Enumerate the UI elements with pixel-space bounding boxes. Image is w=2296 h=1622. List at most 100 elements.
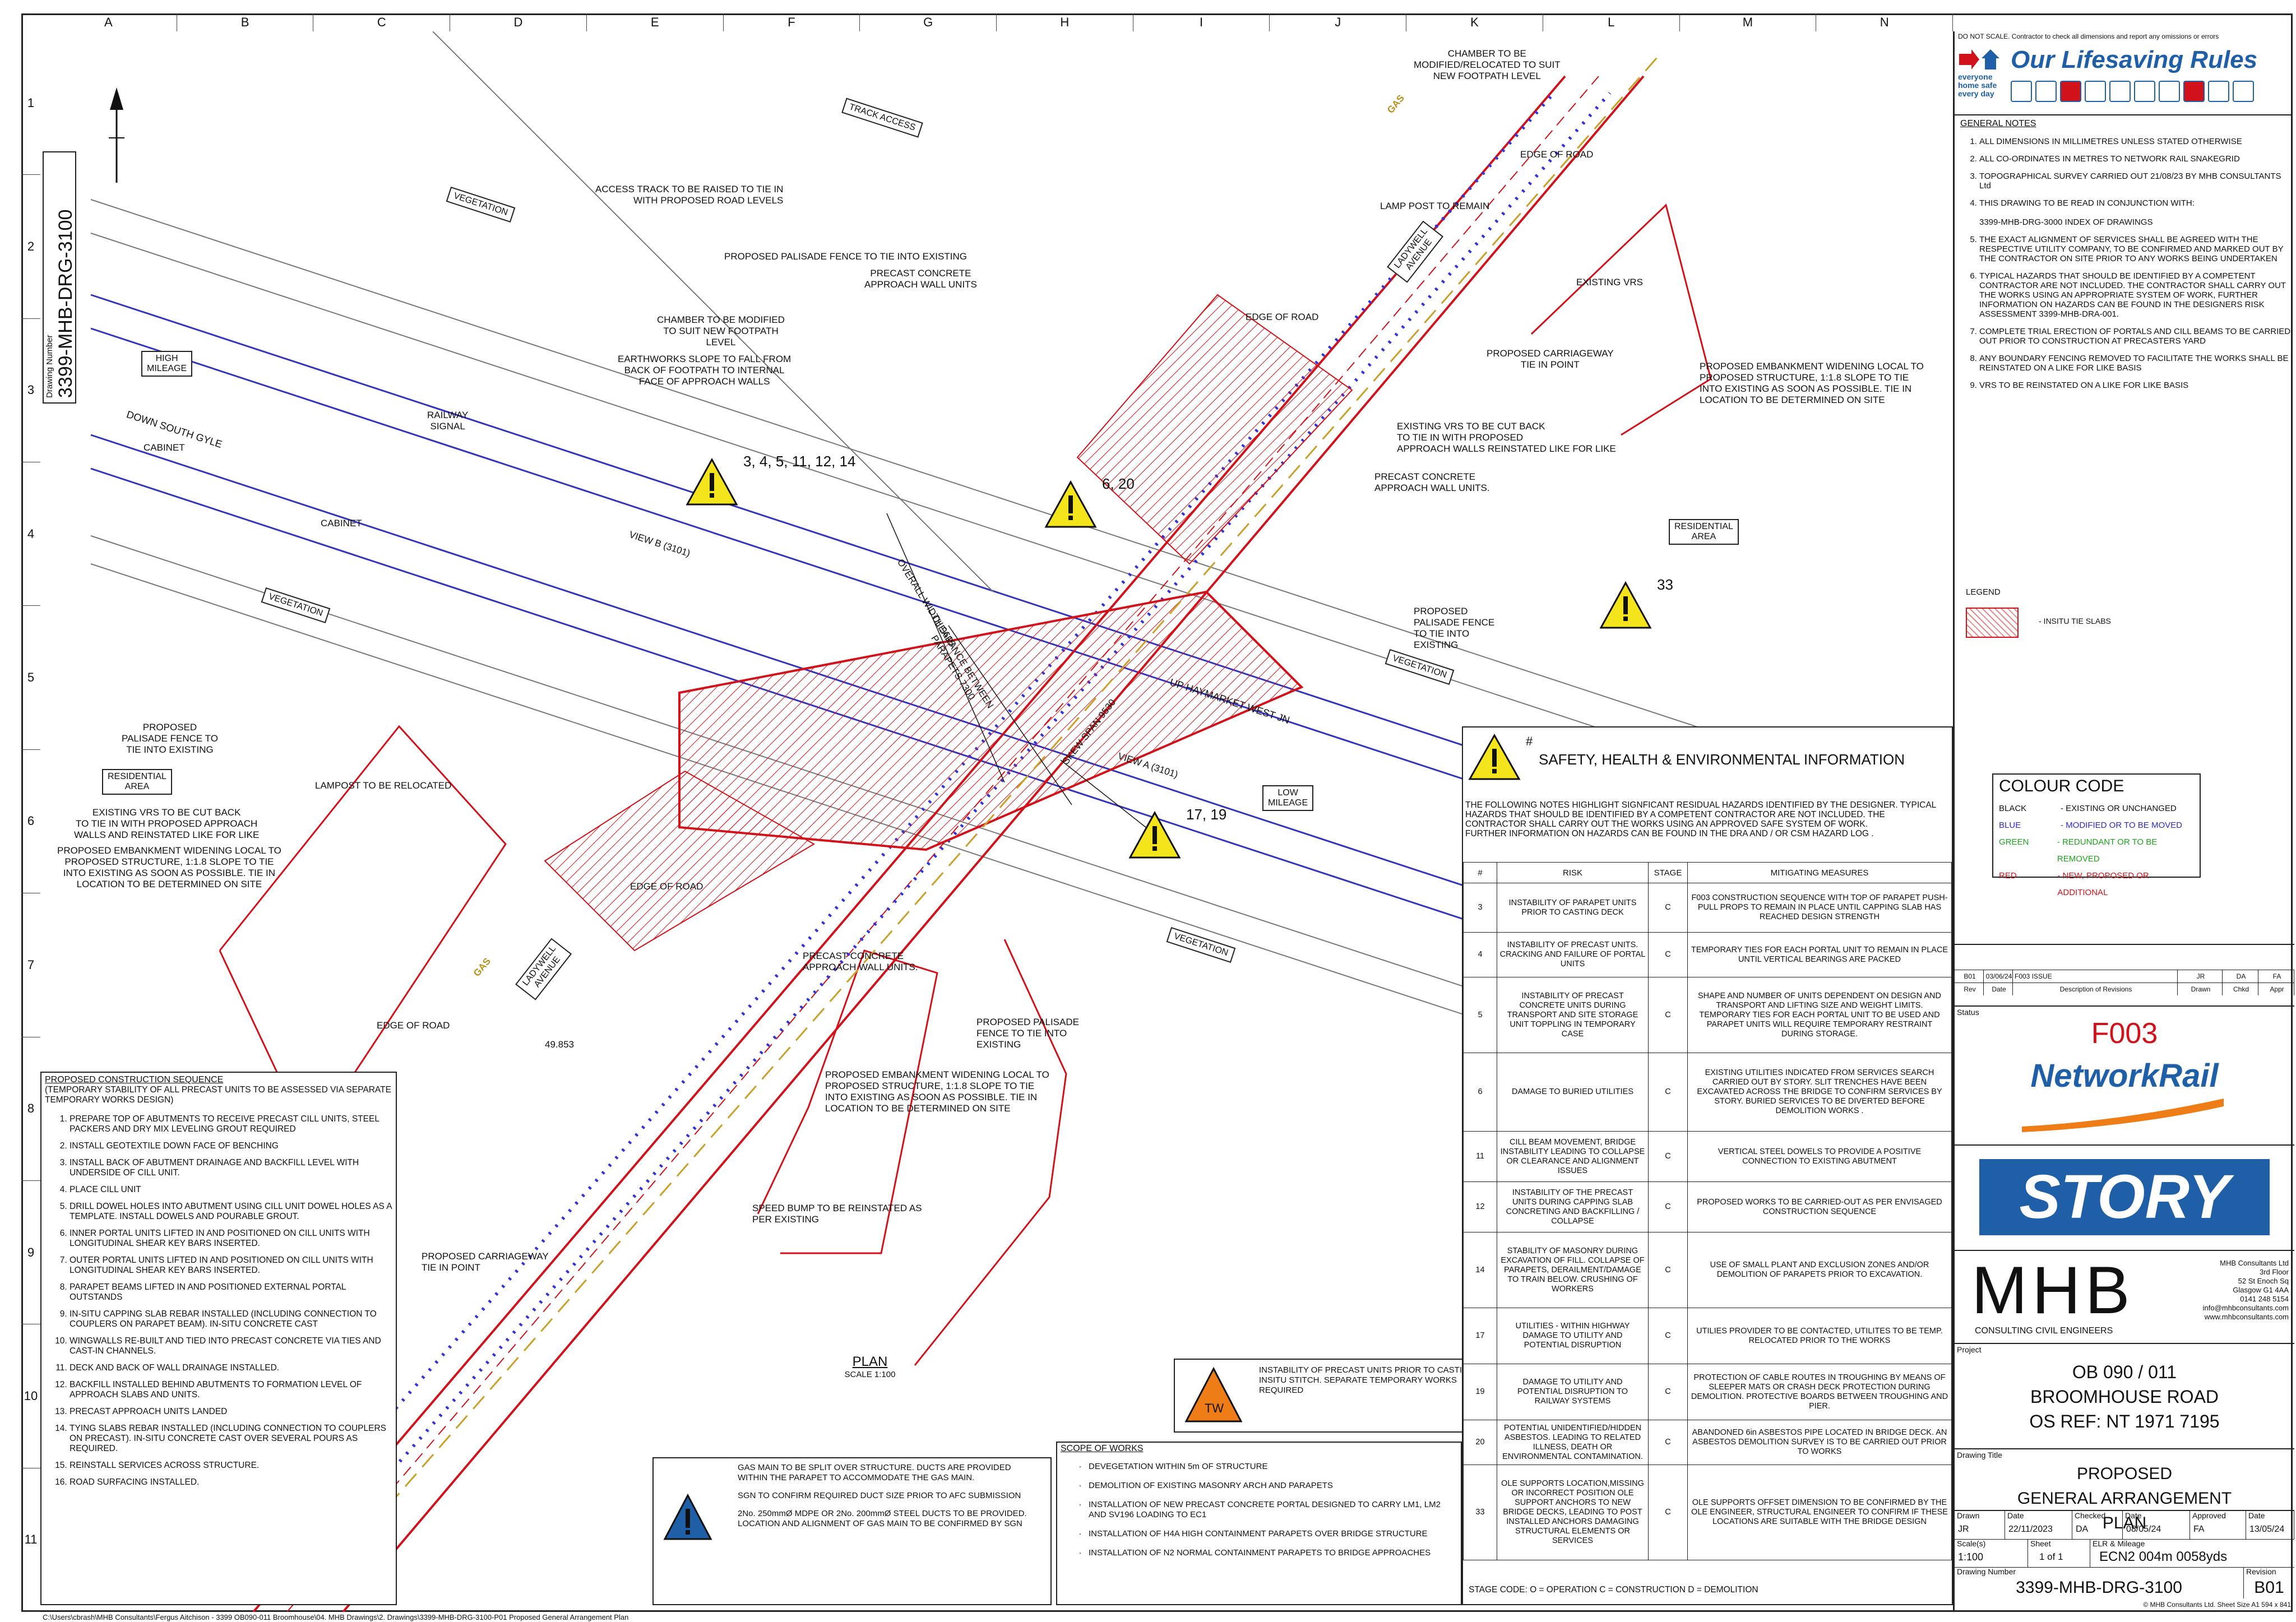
hazard-cell: 20 (1463, 1420, 1497, 1465)
drawing-title-label: Drawing Title (1957, 1450, 2002, 1459)
drawing-frame (21, 13, 2293, 1612)
hazard-cell: OLE SUPPORTS LOCATION,MISSING OR INCORRE… (1497, 1465, 1649, 1560)
gas-note-text: GAS MAIN TO BE SPLIT OVER STRUCTURE. DUC… (738, 1463, 1040, 1529)
label-residential-area-1: RESIDENTIAL AREA (1669, 519, 1739, 545)
hazard-cell: C (1648, 932, 1688, 977)
hazard-cell: 33 (1463, 1465, 1497, 1560)
mhb-address: MHB Consultants Ltd 3rd Floor 52 St Enoc… (2202, 1259, 2289, 1321)
scope-item: DEMOLITION OF EXISTING MASONRY ARCH AND … (1089, 1481, 1457, 1491)
meta-header: Checked (2075, 1511, 2106, 1520)
mhb-section: MHB CONSULTING CIVIL ENGINEERS MHB Consu… (1955, 1250, 2294, 1344)
sequence-item: TYING SLABS REBAR INSTALLED (INCLUDING C… (70, 1424, 392, 1454)
hazard-cell: F003 CONSTRUCTION SEQUENCE WITH TOP OF P… (1687, 883, 1952, 933)
general-note: THIS DRAWING TO BE READ IN CONJUNCTION W… (1979, 198, 2293, 227)
hazard-cell: INSTABILITY OF PRECAST CONCRETE UNITS DU… (1497, 977, 1649, 1053)
she-title: SAFETY, HEALTH & ENVIRONMENTAL INFORMATI… (1539, 751, 1905, 768)
colour-name: BLUE (1999, 821, 2021, 830)
general-note: THE EXACT ALIGNMENT OF SERVICES SHALL BE… (1979, 235, 2293, 263)
colour-name: GREEN (1999, 837, 2029, 847)
label-lamp-post: LAMP POST TO REMAIN (1380, 201, 1490, 211)
north-arrow-icon (109, 87, 124, 183)
project-line: OB 090 / 011 (2072, 1362, 2177, 1382)
hazard-cell: 12 (1463, 1181, 1497, 1232)
elr-cell: ELR & Mileage ECN2 004m 0058yds (2090, 1539, 2294, 1567)
general-note: ALL DIMENSIONS IN MILLIMETRES UNLESS STA… (1979, 137, 2293, 146)
gas-note-p1: GAS MAIN TO BE SPLIT OVER STRUCTURE. DUC… (738, 1463, 1011, 1482)
sequence-item: DRILL DOWEL HOLES INTO ABUTMENT USING CI… (70, 1202, 392, 1222)
general-note: TYPICAL HAZARDS THAT SHOULD BE IDENTIFIE… (1979, 271, 2293, 319)
elr-label: ELR & Mileage (2093, 1539, 2145, 1548)
grid-col-N: N (1816, 13, 1953, 31)
tw-note-box: TW INSTABILITY OF PRECAST UNITS PRIOR TO… (1174, 1359, 1488, 1433)
hazard-cell: TEMPORARY TIES FOR EACH PORTAL UNIT TO R… (1687, 932, 1952, 977)
drawing-number-cell: Drawing Number 3399-MHB-DRG-3100 (1955, 1567, 2244, 1598)
title-block: DO NOT SCALE. Contractor to check all di… (1953, 31, 2294, 1612)
meta-value: 08/05/24 (2126, 1524, 2161, 1534)
colour-code-box: COLOUR CODE BLACK- EXISTING OR UNCHANGED… (1992, 773, 2201, 897)
sequence-item: WINGWALLS RE-BUILT AND TIED INTO PRECAST… (70, 1336, 392, 1356)
hazard-cell: UTILITIES - WITHIN HIGHWAY DAMAGE TO UTI… (1497, 1308, 1649, 1364)
grid-row-3: 3 (21, 319, 40, 463)
revision-cell: 03/06/24 (1984, 970, 2013, 983)
hazard-cell: PROTECTION OF CABLE ROUTES IN TROUGHING … (1687, 1364, 1952, 1420)
colour-code-row: BLUE - MODIFIED OR TO BE MOVED (1999, 817, 2194, 834)
meta-value: 13/05/24 (2249, 1524, 2285, 1534)
meta-value: FA (2193, 1524, 2205, 1534)
tw-badge: TW (1204, 1401, 1224, 1415)
grid-col-D: D (450, 13, 587, 31)
hazard-marker-label: 17, 19 (1186, 806, 1227, 823)
meta-header: Date (2007, 1511, 2024, 1520)
she-mark: # (1526, 734, 1533, 748)
grid-row-5: 5 (21, 606, 40, 750)
note-chamber-modified: CHAMBER TO BE MODIFIED TO SUIT NEW FOOTP… (657, 314, 785, 347)
note-earthworks-slope: EARTHWORKS SLOPE TO FALL FROM BACK OF FO… (618, 354, 791, 387)
grid-col-L: L (1543, 13, 1680, 31)
story-section: STORY (1955, 1144, 2294, 1251)
revision-cell: Revision B01 (2244, 1567, 2294, 1598)
sequence-item: REINSTALL SERVICES ACROSS STRUCTURE. (70, 1461, 392, 1471)
hazard-cell: C (1648, 1232, 1688, 1308)
elr-value: ECN2 004m 0058yds (2099, 1549, 2228, 1564)
note-embankment-bottom: PROPOSED EMBANKMENT WIDENING LOCAL TO PR… (825, 1069, 1049, 1114)
hazard-marker: 17, 19 (1128, 806, 1226, 863)
hazard-cell: 14 (1463, 1232, 1497, 1308)
copyright: © MHB Consultants Ltd. Sheet Size A1 594… (2143, 1601, 2291, 1609)
warning-icon (1468, 733, 1521, 780)
meta-value: JR (1958, 1524, 1969, 1534)
label-residential-area-2: RESIDENTIAL AREA (102, 769, 172, 795)
note-proposed-carriageway-top: PROPOSED CARRIAGEWAY TIE IN POINT (1487, 348, 1614, 370)
note-precast-concrete: PRECAST CONCRETE APPROACH WALL UNITS (864, 268, 977, 290)
sequence-title: PROPOSED CONSTRUCTION SEQUENCE (45, 1075, 224, 1085)
label-railway-signal: RAILWAY SIGNAL (427, 410, 469, 432)
colour-desc: - NEW, PROPOSED OR ADDITIONAL (2057, 871, 2149, 897)
note-palisade-bottom: PROPOSED PALISADE FENCE TO TIE INTO EXIS… (976, 1017, 1079, 1050)
colour-code-row: RED- NEW, PROPOSED OR ADDITIONAL (1999, 868, 2194, 901)
meta-header: Approved (2192, 1511, 2226, 1520)
grid-col-C: C (313, 13, 451, 31)
scope-item: INSTALLATION OF NEW PRECAST CONCRETE POR… (1089, 1500, 1457, 1520)
general-notes-title: GENERAL NOTES (1960, 119, 2036, 128)
note-embankment-left: PROPOSED EMBANKMENT WIDENING LOCAL TO PR… (57, 845, 281, 889)
tools-icon (2035, 81, 2057, 102)
project-line: OS REF: NT 1971 7195 (2029, 1411, 2220, 1431)
sequence-list: PREPARE TOP OF ABUTMENTS TO RECEIVE PREC… (45, 1114, 392, 1487)
colour-desc: - MODIFIED OR TO BE MOVED (2061, 821, 2182, 830)
sequence-item: PREPARE TOP OF ABUTMENTS TO RECEIVE PREC… (70, 1114, 392, 1134)
story-logo: STORY (1979, 1159, 2270, 1235)
note-existing-vrs-left: EXISTING VRS TO BE CUT BACK TO TIE IN WI… (74, 807, 260, 840)
drawing-title-line: PLAN (2102, 1514, 2147, 1532)
scale-label: Scale(s) (1957, 1539, 1986, 1548)
project-line: BROOMHOUSE ROAD (2030, 1387, 2219, 1407)
label-high-mileage: HIGH MILEAGE (141, 351, 193, 377)
gas-note-p3: 2No. 250mmØ MDPE OR 2No. 200mmØ STEEL DU… (738, 1509, 1027, 1528)
scope-title: SCOPE OF WORKS (1061, 1444, 1144, 1453)
